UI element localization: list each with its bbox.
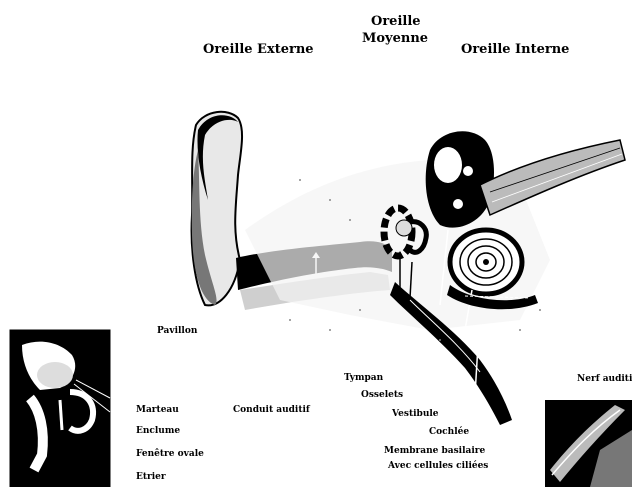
label-osselets: Osselets — [361, 390, 403, 400]
label-enclume: Enclume — [136, 426, 180, 436]
label-conduit-auditif: Conduit auditif — [233, 405, 310, 415]
label-vestibule: Vestibule — [392, 409, 439, 419]
label-membrane-basilaire: Membrane basilaire — [384, 446, 485, 456]
label-nerf-auditif: Nerf auditif — [577, 374, 632, 384]
semicircular-canal — [434, 147, 462, 183]
label-tympan: Tympan — [344, 373, 383, 383]
vestibule-spot-2 — [453, 199, 463, 209]
vestibule-spot-1 — [463, 166, 473, 176]
label-pavillon: Pavillon — [157, 326, 197, 336]
auditory-nerve — [480, 140, 625, 215]
label-etrier: Etrier — [136, 472, 166, 482]
malleus-head — [396, 220, 412, 236]
label-marteau: Marteau — [136, 405, 179, 415]
label-cochlee: Cochlée — [429, 427, 469, 437]
label-fenetre-ovale: Fenêtre ovale — [136, 449, 204, 459]
label-membrane-cellules: Avec cellules ciliées — [388, 461, 488, 471]
